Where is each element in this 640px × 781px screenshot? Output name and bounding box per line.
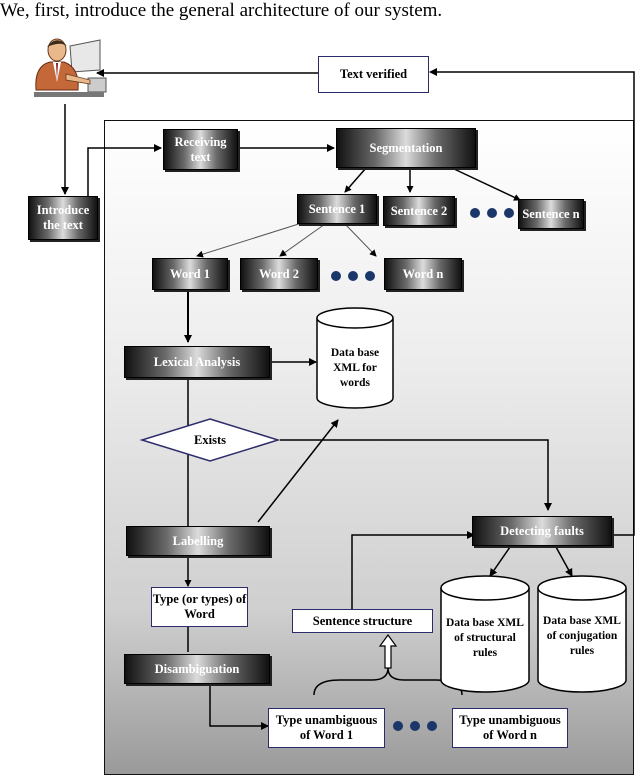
ellipsis-dots-sentences [470,208,514,218]
database-conjugation-cylinder [537,575,627,693]
exists-label: Exists [194,432,226,447]
type-of-word-box: Type (or types) of Word [151,587,248,627]
hollow-arrow-icon [378,633,398,669]
ellipsis-dots-types [393,721,437,731]
word-n-box: Word n [384,258,462,290]
sentence-n-box: Sentence n [518,199,584,229]
word-1-box: Word 1 [152,258,228,290]
word-2-box: Word 2 [240,258,318,290]
receiving-text-box: Receiving text [163,129,238,170]
database-structural-cylinder [440,575,530,693]
text-verified-box: Text verified [318,56,429,93]
database-conjugation-label: Data base XML of conjugation rules [543,615,621,657]
introduce-text-box: Introduce the text [28,196,98,240]
user-at-computer-icon [28,28,108,106]
type-unambiguous-word-n-box: Type unambiguous of Word n [452,708,568,748]
detecting-faults-box: Detecting faults [472,516,612,546]
sentence-structure-box: Sentence structure [292,609,433,633]
ellipsis-dots-words [331,271,375,281]
lexical-analysis-box: Lexical Analysis [124,346,270,378]
sentence-1-box: Sentence 1 [297,194,377,224]
intro-text: We, first, introduce the general archite… [0,0,443,21]
database-words-label: Data base XML for words [330,347,380,389]
database-words-cylinder [316,307,394,409]
exists-diamond [139,418,281,462]
type-unambiguous-word-1-box: Type unambiguous of Word 1 [268,708,385,748]
segmentation-box: Segmentation [336,128,476,168]
sentence-word-connectors [196,221,377,258]
sentence-2-box: Sentence 2 [383,196,455,226]
labelling-box: Labelling [126,526,270,556]
disambiguation-box: Disambiguation [124,654,270,684]
database-structural-label: Data base XML of structural rules [446,617,524,659]
